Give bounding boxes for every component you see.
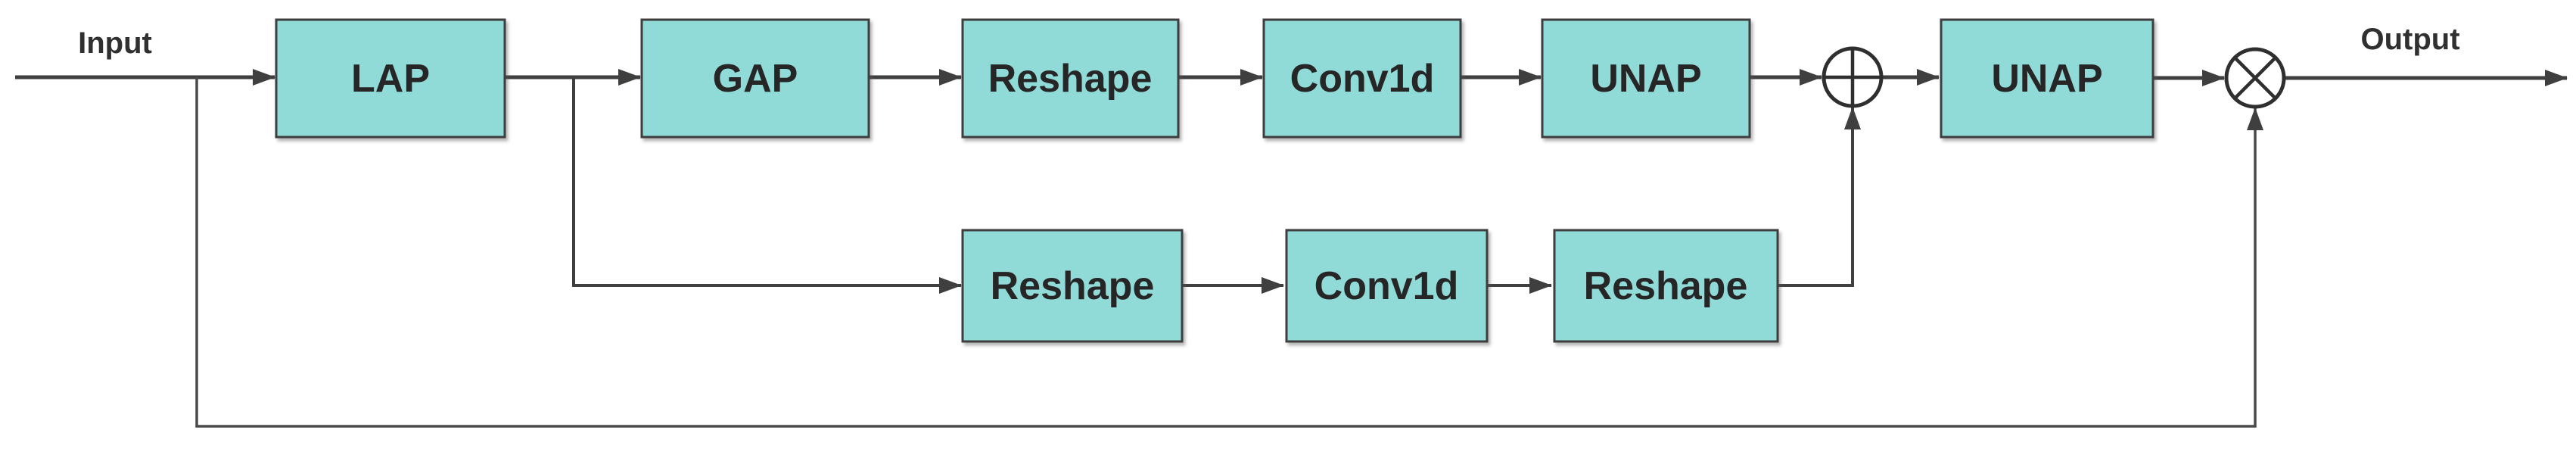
lap-box: [275, 18, 506, 139]
unap-second-label: UNAP: [1991, 57, 2102, 101]
conv1d-bottom-label: Conv1d: [1314, 264, 1459, 308]
node-reshape-bottom-in: Reshape: [961, 229, 1184, 343]
node-reshape-top: Reshape: [961, 18, 1180, 139]
node-conv1d-bottom: Conv1d: [1285, 229, 1489, 343]
unap-first-label: UNAP: [1590, 57, 1701, 101]
node-gap: GAP: [640, 18, 870, 139]
output-label: Output: [2360, 23, 2459, 56]
input-label: Input: [78, 26, 152, 60]
gap-box: [640, 18, 870, 139]
gap-label: GAP: [713, 57, 798, 101]
reshape-top-box: [961, 18, 1180, 139]
unap-first-box: [1541, 18, 1751, 139]
conv1d-bottom-box: [1285, 229, 1489, 343]
connector-bottom-reshape-to-add: [1778, 107, 1861, 287]
skip-connection-input-to-multiply: [195, 77, 2263, 428]
add-operator-icon: [1822, 46, 1884, 108]
node-reshape-bottom-out: Reshape: [1553, 229, 1779, 343]
reshape-bottom-out-box: [1553, 229, 1779, 343]
connector-lap-branch-to-bottom-reshape: [572, 77, 962, 294]
conv1d-top-box: [1262, 18, 1462, 139]
reshape-bottom-in-label: Reshape: [991, 264, 1155, 308]
unap-second-box: [1940, 18, 2154, 139]
reshape-bottom-out-label: Reshape: [1584, 264, 1748, 308]
reshape-top-label: Reshape: [988, 57, 1153, 101]
reshape-bottom-in-box: [961, 229, 1184, 343]
node-unap-first: UNAP: [1541, 18, 1751, 139]
lap-label: LAP: [351, 57, 430, 101]
node-lap: LAP: [275, 18, 506, 139]
multiply-operator-icon: [2224, 47, 2286, 109]
node-conv1d-top: Conv1d: [1262, 18, 1462, 139]
node-unap-second: UNAP: [1940, 18, 2154, 139]
conv1d-top-label: Conv1d: [1290, 57, 1435, 101]
